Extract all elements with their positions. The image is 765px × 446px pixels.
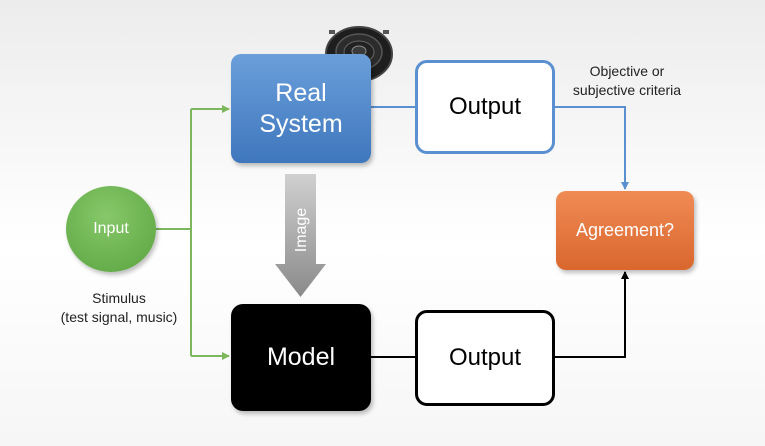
output-node-top: Output: [415, 60, 555, 154]
criteria-label: Objective or subjective criteria: [572, 63, 682, 98]
real-system-node: Real System: [231, 54, 371, 163]
stimulus-label: Stimulus (test signal, music): [60, 290, 178, 325]
output-to-agreement-connector-bottom: [555, 271, 629, 358]
output-node-bottom: Output: [415, 310, 555, 406]
output-to-agreement-connector-top: [555, 106, 629, 190]
input-node: Input: [66, 186, 156, 272]
model-node: Model: [231, 304, 371, 411]
agreement-node: Agreement?: [556, 191, 694, 270]
input-to-systems-connector: [156, 105, 230, 360]
image-arrow-label: Image: [293, 208, 310, 253]
image-arrow: [275, 174, 326, 297]
